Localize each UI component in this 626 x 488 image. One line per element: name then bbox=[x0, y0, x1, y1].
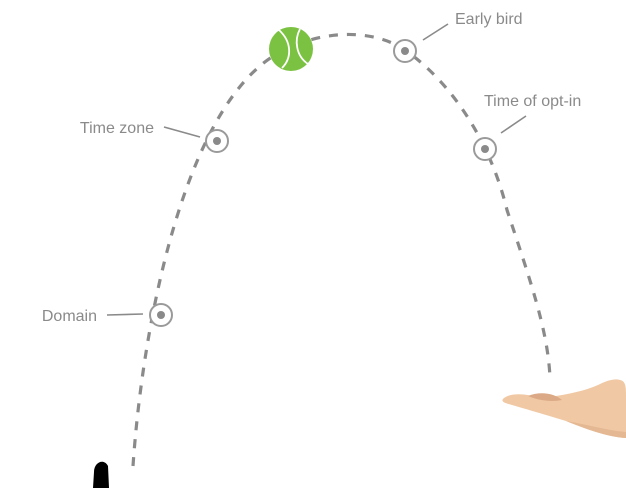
thrower-hand-icon bbox=[93, 462, 109, 488]
open-hand-icon bbox=[502, 379, 626, 438]
milestone-time-of-opt-in: Time of opt-in bbox=[474, 93, 581, 160]
tennis-ball-icon bbox=[269, 27, 313, 71]
milestone-time-zone: Time zone bbox=[80, 120, 228, 152]
target-marker-icon bbox=[150, 304, 172, 326]
milestone-label-time-of-opt-in: Time of opt-in bbox=[484, 93, 581, 110]
target-marker-icon bbox=[474, 138, 496, 160]
milestone-label-early-bird: Early bird bbox=[455, 11, 523, 28]
leader-line bbox=[501, 116, 526, 133]
milestone-early-bird: Early bird bbox=[394, 11, 523, 62]
milestone-domain: Domain bbox=[42, 304, 172, 326]
milestone-label-domain: Domain bbox=[42, 308, 97, 325]
milestone-label-time-zone: Time zone bbox=[80, 120, 154, 137]
leader-line bbox=[164, 127, 200, 137]
target-marker-icon bbox=[394, 40, 416, 62]
leader-line bbox=[107, 314, 143, 315]
target-marker-icon bbox=[206, 130, 228, 152]
leader-line bbox=[423, 24, 448, 40]
